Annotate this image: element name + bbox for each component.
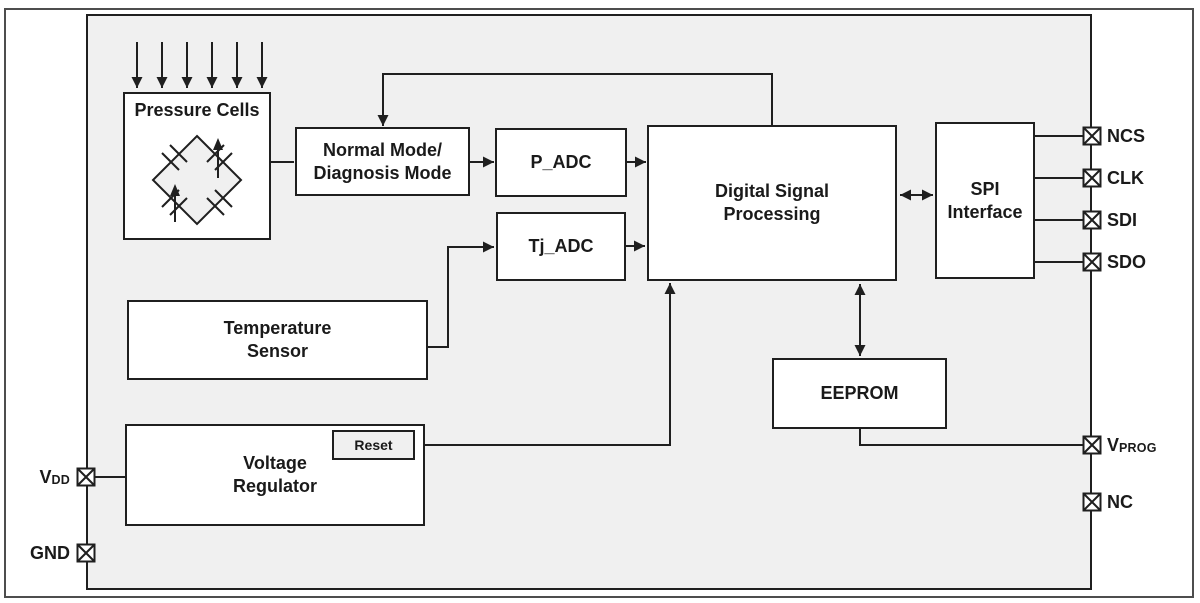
pressure-arrows-icon (131, 42, 268, 88)
normal-mode-block: Normal Mode/ Diagnosis Mode (295, 127, 470, 196)
gnd-pin-icon (76, 543, 96, 563)
p-adc-block: P_ADC (495, 128, 627, 197)
tj-adc-block: Tj_ADC (496, 212, 626, 281)
vdd-pin-icon (76, 467, 96, 487)
sdi-pin-icon (1082, 210, 1102, 230)
dsp-block: Digital Signal Processing (647, 125, 897, 281)
vprog-pin-icon (1082, 435, 1102, 455)
wire-temp-to-tjadc (428, 241, 494, 348)
wire-eeprom-to-vprog (859, 429, 1084, 446)
nc-pin-label: NC (1107, 492, 1133, 512)
clk-pin-label: CLK (1107, 168, 1144, 188)
gnd-pin-label: GND (30, 543, 70, 563)
pressure-cells-label: Pressure Cells (134, 100, 260, 120)
spi-interface-block: SPI Interface (935, 122, 1035, 279)
ncs-pin-label: NCS (1107, 126, 1146, 146)
reset-block: Reset (332, 430, 415, 460)
ncs-pin-icon (1082, 126, 1102, 146)
temperature-sensor-block: Temperature Sensor (127, 300, 428, 380)
wire-dsp-feedback-to-mode (377, 73, 773, 126)
sdi-pin-label: SDI (1107, 210, 1138, 230)
clk-pin-icon (1082, 168, 1102, 188)
eeprom-block: EEPROM (772, 358, 947, 429)
capacitive-bridge-icon (151, 134, 243, 226)
nc-pin-icon (1082, 492, 1102, 512)
vprog-pin-label: VPROG (1107, 435, 1157, 455)
sdo-pin-icon (1082, 252, 1102, 272)
pressure-cells-block: Pressure Cells (123, 92, 271, 240)
sdo-pin-label: SDO (1107, 252, 1147, 272)
vdd-pin-label: VDD (39, 467, 70, 487)
wire-reset-to-dsp (415, 283, 676, 446)
